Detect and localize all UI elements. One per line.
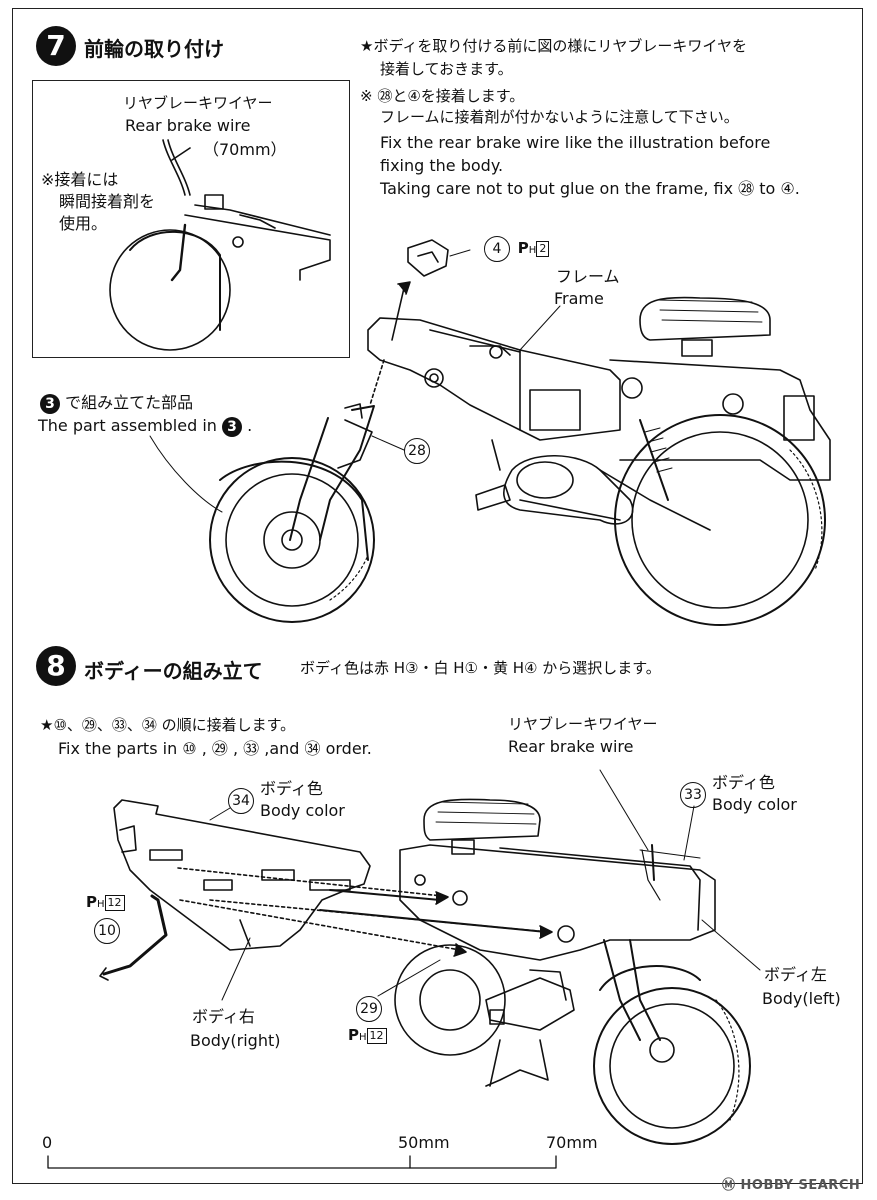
assembled-part-en: The part assembled in — [38, 416, 217, 435]
scale-bar — [47, 1155, 557, 1169]
step-8-wire-en: Rear brake wire — [508, 737, 634, 756]
order-note-jp: ★⑩、㉙、㉝、㉞ の順に接着します。 — [40, 716, 296, 734]
part-4-sprue: 2 — [536, 240, 550, 257]
assembled-step-ref: 3 — [40, 393, 60, 414]
part-29-number: 29 — [356, 996, 382, 1022]
inset-glue-3: 使用。 — [59, 214, 108, 233]
ph12-b-sprue: 12 — [366, 1027, 387, 1044]
frame-label-jp: フレーム — [556, 267, 620, 286]
step-7-note-en-2: fixing the body. — [380, 156, 504, 175]
inset-glue-2: 瞬間接着剤を — [59, 192, 156, 211]
part-34-jp: ボディ色 — [260, 779, 323, 798]
inset-wire-jp: リヤブレーキワイヤー — [123, 94, 273, 112]
step-7-note-jp-4: フレームに接着剤が付かないように注意して下さい。 — [380, 108, 739, 126]
step-7-note-jp-1: ★ボディを取り付ける前に図の様にリヤブレーキワイヤを — [360, 37, 747, 55]
step-7-number: 7 — [36, 26, 76, 66]
step-8-number: 8 — [36, 646, 76, 686]
part-4-h: H — [528, 245, 537, 256]
body-left-en: Body(left) — [762, 989, 841, 1008]
body-left-jp: ボディ左 — [764, 965, 827, 984]
part-4-number: 4 — [484, 236, 510, 262]
body-color-note: ボディ色は赤 H③・白 H①・黄 H④ から選択します。 — [300, 659, 661, 677]
frame-label-en: Frame — [554, 289, 604, 308]
part-29-callout: 29 — [356, 996, 382, 1022]
inset-glue-1: ※接着には — [41, 170, 119, 189]
part-28-number: 28 — [404, 438, 430, 464]
body-right-en: Body(right) — [190, 1031, 281, 1050]
step-7-note-jp-3: ※ ㉘と④を接着します。 — [360, 87, 525, 105]
part-33-callout: 33 — [680, 782, 706, 808]
assembled-part-jp-line: 3 で組み立てた部品 — [40, 392, 193, 414]
ph12-a-p: P — [86, 893, 97, 911]
part-10-number: 10 — [94, 918, 120, 944]
assembled-part-jp: で組み立てた部品 — [65, 393, 194, 412]
step-7-note-en-1: Fix the rear brake wire like the illustr… — [380, 133, 771, 152]
assembled-step-ref-2: 3 — [222, 416, 243, 437]
page-frame — [12, 8, 863, 1184]
assembled-part-en-line: The part assembled in 3 . — [38, 416, 253, 437]
scale-50mm: 50mm — [398, 1133, 450, 1152]
inset-wire-en: Rear brake wire — [125, 116, 251, 135]
part-33-en: Body color — [712, 795, 797, 814]
part-34-number: 34 — [228, 788, 254, 814]
ph12-b-h: H — [359, 1032, 367, 1043]
ph12-a-h: H — [97, 899, 105, 910]
step-8-wire-jp: リヤブレーキワイヤー — [508, 715, 658, 733]
ph12-b-p: P — [348, 1026, 359, 1044]
step-8-title: ボディーの組み立て — [84, 659, 263, 683]
inset-wire-length: （70mm） — [203, 140, 287, 159]
ph12-a-sprue: 12 — [104, 894, 125, 911]
order-note-en: Fix the parts in ⑩ , ㉙ , ㉝ ,and ㉞ order. — [58, 739, 372, 758]
part-34-callout: 34 — [228, 788, 254, 814]
part-28-callout: 28 — [404, 438, 430, 464]
step-7-note-jp-2: 接着しておきます。 — [380, 60, 513, 78]
scale-70mm: 70mm — [546, 1133, 598, 1152]
step-7-title: 前輪の取り付け — [84, 37, 224, 61]
part-33-jp: ボディ色 — [712, 773, 775, 792]
part-4-ph: P — [517, 239, 529, 257]
part-33-number: 33 — [680, 782, 706, 808]
scale-zero: 0 — [42, 1133, 53, 1152]
step-8-bike-drawing — [99, 769, 761, 1145]
inset-drawing — [109, 139, 331, 351]
detail-inset: リヤブレーキワイヤー Rear brake wire （70mm） ※接着には … — [32, 80, 350, 358]
step-7-bike-drawing — [149, 239, 831, 626]
body-right-jp: ボディ右 — [192, 1007, 255, 1026]
part-34-en: Body color — [260, 801, 345, 820]
part-10-callout: 10 — [94, 918, 120, 944]
watermark: Ⓜ HOBBY SEARCH — [722, 1178, 861, 1193]
step-7-note-en-3: Taking care not to put glue on the frame… — [380, 179, 800, 198]
